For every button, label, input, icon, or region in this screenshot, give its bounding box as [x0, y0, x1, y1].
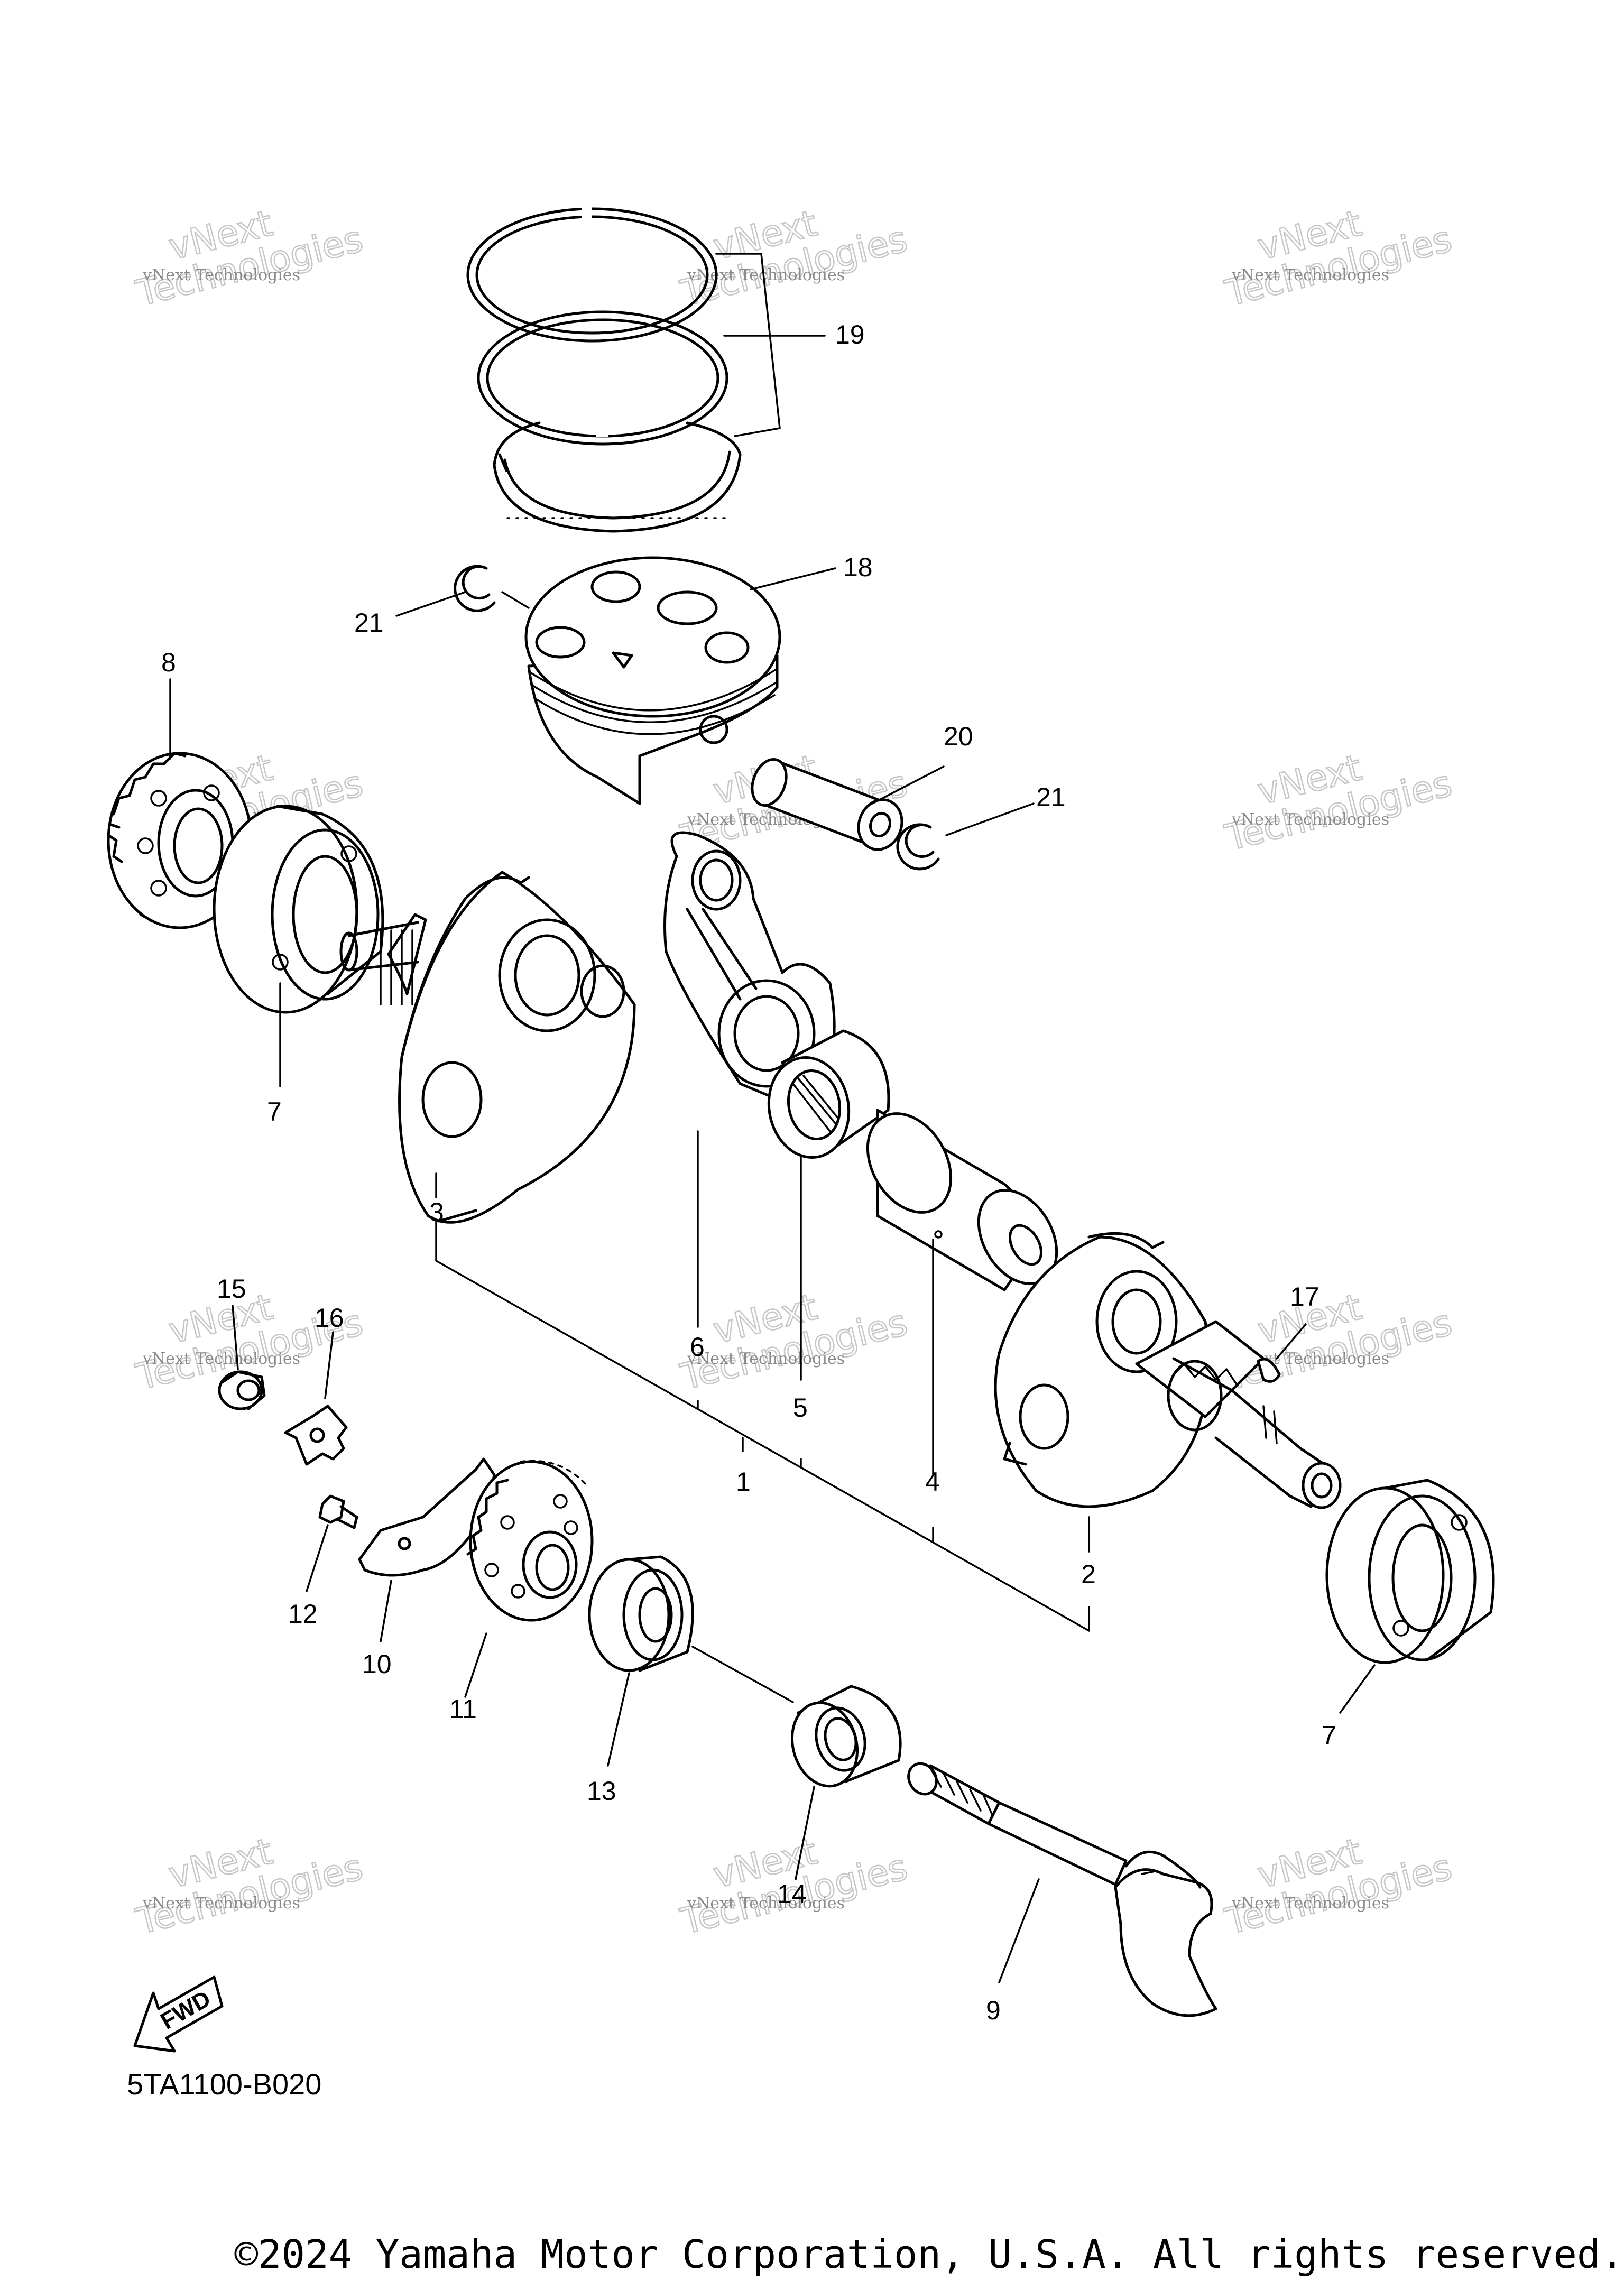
piston-pin-clip-left	[454, 565, 496, 612]
callout-2: 2	[1081, 1559, 1096, 1589]
piston-ring-set	[466, 206, 742, 533]
leader-21a-b	[501, 591, 530, 609]
svg-text:vNext Technologies: vNext Technologies	[687, 266, 845, 284]
leader-19	[715, 253, 826, 437]
callout-6: 6	[690, 1332, 705, 1362]
piston-pin-clip-right	[896, 823, 940, 871]
callout-1: 1	[736, 1467, 751, 1497]
callout-10: 10	[362, 1649, 392, 1679]
watermark-1: vNext Technologies vNext Technologies	[132, 202, 367, 316]
callout-19: 19	[835, 320, 865, 349]
piston	[524, 556, 781, 805]
leader-12	[306, 1524, 329, 1592]
balancer-bearing	[588, 1555, 694, 1672]
svg-text:vNext Technologies: vNext Technologies	[142, 266, 300, 284]
balancer-drive-gear	[466, 1460, 594, 1622]
piston-pin	[751, 758, 903, 851]
watermark-10: vNext Technologies vNext Technologies	[132, 1830, 367, 1944]
callout-13: 13	[587, 1776, 616, 1806]
woodruff-key	[1257, 1358, 1281, 1383]
diagram-code: 5TA1100-B020	[127, 2067, 322, 2101]
bolt	[318, 1494, 358, 1529]
leader-9	[998, 1878, 1040, 1983]
assembly-bracket	[435, 1220, 1090, 1632]
crank-wheel-right	[994, 1232, 1342, 1509]
watermark-6: vNext Technologies vNext Technologies	[1221, 746, 1456, 860]
callout-14: 14	[777, 1879, 807, 1909]
svg-text:vNext Technologies: vNext Technologies	[687, 1350, 845, 1368]
copyright-notice: ©2024 Yamaha Motor Corporation, U.S.A. A…	[234, 2232, 1624, 2277]
svg-text:vNext Technologies: vNext Technologies	[142, 1894, 300, 1913]
balancer-shaft	[907, 1762, 1217, 2017]
svg-text:vNext Technologies: vNext Technologies	[1231, 810, 1389, 829]
leader-21b	[945, 802, 1035, 836]
crank-pin	[866, 1109, 1058, 1291]
callout-labels: 1 2 3 4 5 6 7 7 8 9 10 11 12 13 14 15 16…	[161, 320, 1336, 2025]
svg-text:vNext Technologies: vNext Technologies	[687, 1894, 845, 1913]
leader-16	[324, 1331, 334, 1399]
callout-21b: 21	[1036, 782, 1066, 812]
callout-20: 20	[944, 722, 973, 751]
leader-10	[380, 1580, 392, 1642]
leader-13	[607, 1672, 630, 1767]
callout-15: 15	[217, 1274, 246, 1304]
svg-text:vNext Technologies: vNext Technologies	[1231, 266, 1389, 284]
oil-seal	[218, 1370, 266, 1410]
crank-wheel-left	[339, 871, 636, 1224]
leader-7b	[1339, 1664, 1376, 1714]
svg-text:vNext Technologies: vNext Technologies	[142, 1350, 300, 1368]
bearing-right	[1325, 1479, 1495, 1664]
leader-11	[464, 1632, 487, 1698]
leader-20	[871, 765, 945, 805]
balancer-shaft-axis	[691, 1646, 794, 1703]
fwd-arrow-icon: FWD	[133, 1975, 224, 2053]
callout-8: 8	[161, 648, 176, 677]
watermark-9: vNext Technologies vNext Technologies	[1221, 1286, 1456, 1399]
callout-18: 18	[843, 552, 873, 582]
callout-12: 12	[288, 1599, 318, 1629]
watermark-3: vNext Technologies vNext Technologies	[1221, 202, 1456, 316]
bearing-left	[213, 805, 384, 1014]
callout-4: 4	[925, 1467, 940, 1497]
callout-11: 11	[449, 1694, 477, 1724]
leader-21a	[395, 591, 466, 617]
callout-3: 3	[429, 1197, 444, 1227]
watermark-12: vNext Technologies vNext Technologies	[1221, 1830, 1456, 1944]
balancer-needle-bearing	[790, 1685, 902, 1788]
callout-9: 9	[986, 1996, 1001, 2025]
callout-5: 5	[793, 1393, 808, 1423]
callout-7b: 7	[1322, 1721, 1336, 1750]
leader-18	[750, 567, 836, 590]
callout-7a: 7	[267, 1097, 282, 1126]
callout-16: 16	[315, 1303, 344, 1333]
big-end-needle-bearing	[767, 1029, 890, 1159]
leader-14	[795, 1786, 815, 1880]
lock-washer	[284, 1405, 348, 1466]
connecting-rod	[663, 831, 836, 1112]
leader-17	[1276, 1323, 1307, 1360]
callout-21a: 21	[354, 608, 384, 638]
leader-15	[232, 1305, 239, 1370]
callout-17: 17	[1290, 1282, 1320, 1312]
svg-text:vNext Technologies: vNext Technologies	[1231, 1894, 1389, 1913]
